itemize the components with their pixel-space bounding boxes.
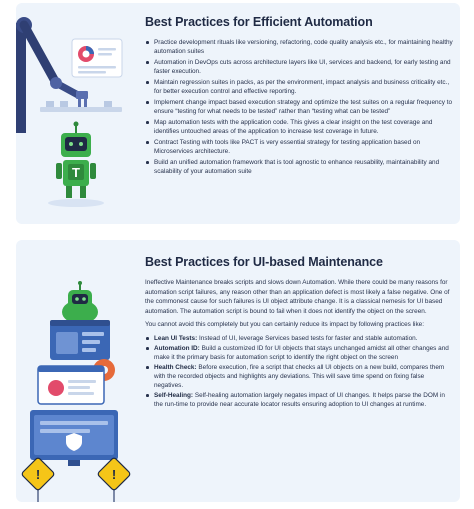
list-item: Contract Testing with tools like PACT is… [145, 138, 453, 156]
list-item: Automation in DevOps cuts across archite… [145, 58, 453, 76]
list-item: Lean UI Tests: Instead of UI, leverage S… [145, 334, 453, 343]
term-label: Automation ID: [154, 344, 200, 352]
ui-window-top [50, 320, 110, 360]
maintenance-robot-icon [62, 281, 98, 324]
automation-illustration: T [16, 17, 123, 207]
robotic-arm-icon [16, 17, 88, 133]
efficient-automation-list: Practice development rituals like versio… [145, 38, 453, 176]
warning-sign-right-icon: ! [97, 457, 131, 502]
list-item: Implement change impact based execution … [145, 98, 453, 116]
ui-maintenance-list: Lean UI Tests: Instead of UI, leverage S… [145, 334, 453, 409]
robot-badge-text: T [72, 165, 80, 180]
term-text: Instead of UI, leverage Services based t… [197, 334, 418, 342]
warning-sign-left-icon: ! [21, 457, 55, 502]
section-title-efficient-automation: Best Practices for Efficient Automation [145, 15, 373, 29]
shelf [40, 107, 122, 112]
list-item: Self-Healing: Self-healing automation la… [145, 391, 453, 409]
term-label: Self-Healing: [154, 391, 194, 399]
dashboard-card-icon [71, 38, 123, 78]
list-item: Map automation tests with the applicatio… [145, 118, 453, 136]
section-title-ui-maintenance: Best Practices for UI-based Maintenance [145, 255, 383, 269]
term-label: Lean UI Tests: [154, 334, 198, 342]
ui-window-middle [37, 365, 105, 405]
test-robot-icon: T [56, 121, 96, 198]
warning-glyph-left: ! [36, 467, 40, 482]
term-text: Build a customized ID for UI objects tha… [154, 344, 449, 361]
list-item: Build an unified automation framework th… [145, 158, 453, 176]
list-item: Health Check: Before execution, fire a s… [145, 363, 453, 391]
ui-maintenance-section: Best Practices for UI-based Maintenance … [145, 255, 453, 410]
term-text: Self-healing automation largely negates … [154, 391, 445, 409]
term-label: Health Check: [154, 363, 197, 371]
list-item: Practice development rituals like versio… [145, 38, 453, 56]
warning-glyph-right: ! [112, 467, 116, 482]
list-item: Automation ID: Build a customized ID for… [145, 344, 453, 362]
ui-maintenance-illustration: ! ! [21, 281, 131, 502]
shield-icon [66, 433, 82, 451]
intro-paragraph: Ineffective Maintenance breaks scripts a… [145, 279, 450, 315]
term-text: Before execution, fire a script that che… [154, 363, 445, 390]
list-item: Maintain regression suites in packs, as … [145, 78, 453, 96]
monitor-icon [30, 410, 118, 466]
lead-paragraph: You cannot avoid this completely but you… [145, 321, 424, 329]
efficient-automation-section: Best Practices for Efficient Automation … [145, 15, 453, 178]
